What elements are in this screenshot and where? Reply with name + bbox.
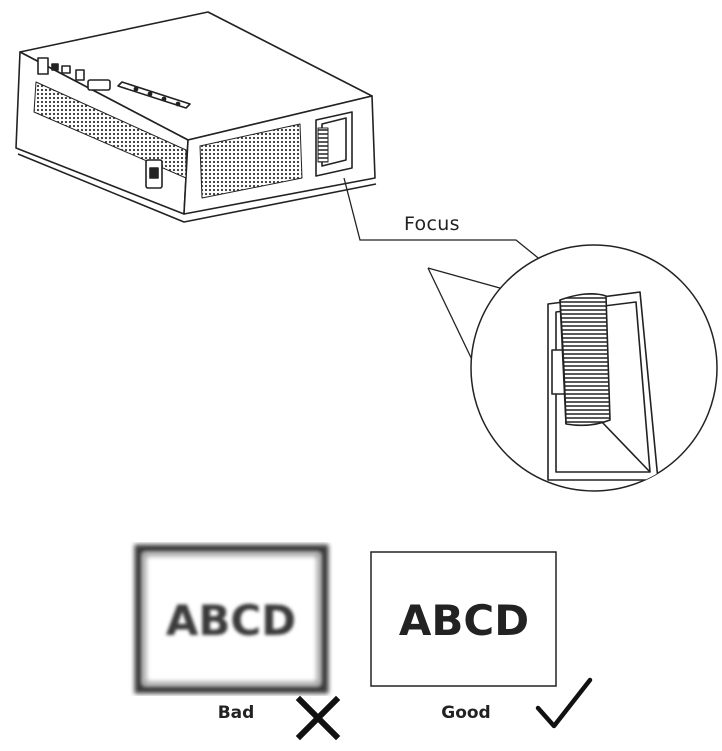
vga-port	[87, 79, 111, 91]
good-caption: Good	[441, 703, 490, 723]
focus-label: Focus	[404, 213, 460, 235]
bad-sample: ABCD	[134, 544, 329, 694]
good-sample-text: ABCD	[399, 596, 529, 645]
good-sample: ABCD	[370, 551, 557, 687]
magnified-focus-ring	[470, 244, 718, 492]
front-vent	[199, 123, 303, 199]
focus-wheel	[559, 292, 611, 427]
port-panel	[37, 57, 49, 75]
bad-sample-text: ABCD	[166, 596, 296, 645]
check-mark-icon	[535, 677, 593, 729]
cross-mark-icon	[295, 695, 341, 741]
projector-illustration	[15, 11, 377, 223]
bad-caption: Bad	[218, 703, 255, 723]
